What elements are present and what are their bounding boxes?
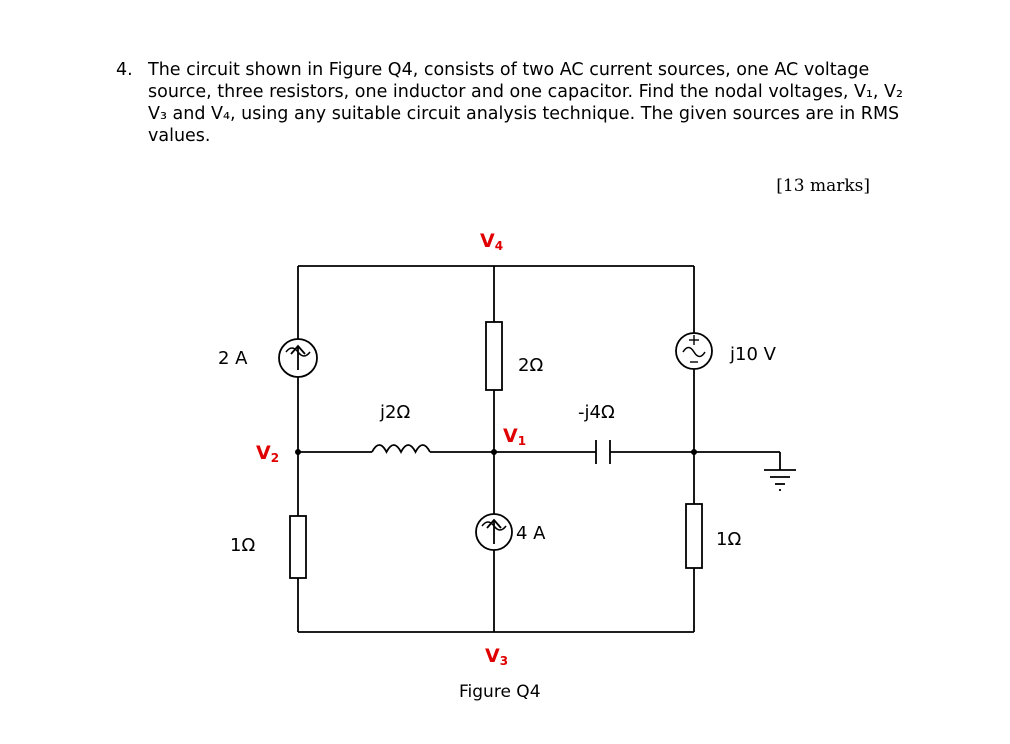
- node-label-v2: V2: [256, 442, 279, 465]
- current-source-middle: [475, 513, 513, 551]
- label-voltage-source-right: j10 V: [729, 344, 777, 365]
- node-label-v1: V1: [503, 425, 526, 448]
- label-inductor: j2Ω: [379, 402, 410, 423]
- resistor-top-middle: [485, 321, 503, 391]
- question-number: 4.: [116, 60, 133, 80]
- question-block: 4. The circuit shown in Figure Q4, consi…: [116, 59, 916, 147]
- current-source-left: [278, 338, 318, 378]
- label-current-source-middle: 4 A: [516, 523, 546, 544]
- node-label-v4: V4: [480, 230, 503, 253]
- resistor-bottom-right: [685, 503, 703, 569]
- label-current-source-left: 2 A: [218, 348, 248, 369]
- node-label-v3: V3: [485, 645, 508, 668]
- circuit-wires: [297, 265, 781, 633]
- label-capacitor: -j4Ω: [578, 402, 615, 423]
- resistors: [289, 321, 703, 579]
- capacitor-symbol: [595, 440, 611, 464]
- figure-caption: Figure Q4: [459, 682, 541, 702]
- label-resistor-top-middle: 2Ω: [518, 355, 543, 376]
- voltage-source-right: [675, 332, 713, 370]
- label-resistor-bottom-right: 1Ω: [716, 529, 741, 550]
- marks-label: [13 marks]: [776, 176, 870, 196]
- resistor-bottom-left: [289, 515, 307, 579]
- junction-dots: [295, 449, 697, 455]
- label-resistor-bottom-left: 1Ω: [230, 535, 255, 556]
- question-text: The circuit shown in Figure Q4, consists…: [148, 60, 904, 146]
- inductor-symbol: [371, 444, 431, 454]
- ground-icon: [764, 469, 796, 491]
